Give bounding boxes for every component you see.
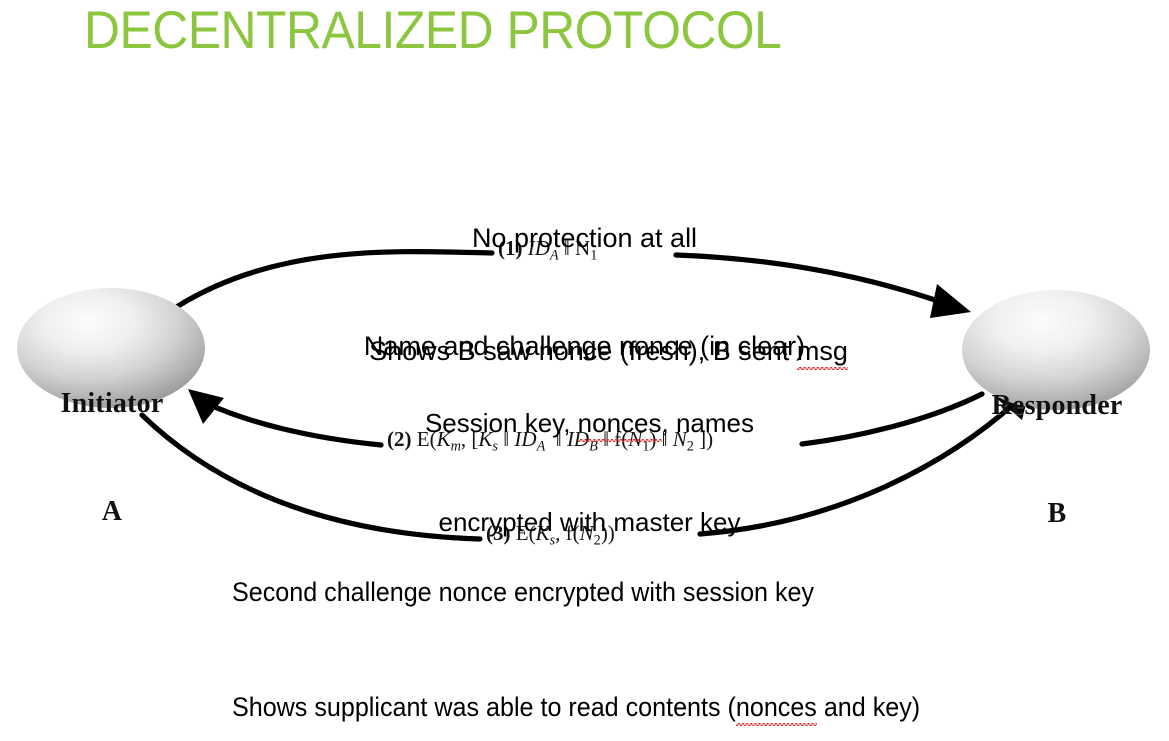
node-responder-label: Responder B xyxy=(962,316,1152,604)
message-3-formula: E(Ks, f(N2)) xyxy=(515,521,615,549)
node-responder-line2: B xyxy=(1047,498,1067,529)
message-2-number: (2) xyxy=(387,427,412,451)
node-responder-line1: Responder xyxy=(991,390,1123,421)
note-top-line1: No protection at all xyxy=(471,223,698,253)
note-middle-sessionkey-before: Session key, xyxy=(424,408,578,438)
note-bottom-supplicant-after: and key) xyxy=(816,692,921,722)
note-middle-freshness-misspelling: msg xyxy=(796,336,848,370)
note-middle-sessionkey-misspelling: nonces xyxy=(577,408,662,442)
note-middle-sessionkey: Session key, nonces, names encrypted wit… xyxy=(0,341,1169,605)
note-bottom-supplicant: Shows supplicant was able to read conten… xyxy=(232,625,920,741)
message-3-label: (3) E(Ks, f(N2)) xyxy=(486,521,615,553)
arrow-message-1 xyxy=(175,248,971,318)
note-bottom-supplicant-line1: Shows supplicant was able to read conten… xyxy=(232,691,921,726)
message-2-formula: E(Km, [Ks ‖ IDA ‖ IDB ‖ f(N1) ‖ N2 ]) xyxy=(416,427,714,455)
note-middle-sessionkey-line1: Session key, nonces, names xyxy=(10,407,1169,442)
note-bottom-supplicant-before: Shows supplicant was able to read conten… xyxy=(232,692,736,722)
note-bottom-supplicant-misspelling: nonces xyxy=(735,692,817,726)
note-middle-sessionkey-after: , names xyxy=(661,408,755,438)
node-initiator-line2: A xyxy=(101,496,123,527)
node-initiator-label: Initiator A xyxy=(18,314,206,602)
node-initiator xyxy=(17,288,205,408)
message-3-number: (3) xyxy=(486,521,511,545)
message-2-label: (2) E(Km, [Ks ‖ IDA ‖ IDB ‖ f(N1) ‖ N2 ]… xyxy=(387,427,713,459)
message-1-label: (1) IDA ‖ N1 xyxy=(498,236,597,268)
arrow-message-2 xyxy=(188,389,985,448)
message-1-number: (1) xyxy=(498,236,523,260)
note-middle-freshness-text: Shows B saw nonce (fresh), B sent xyxy=(369,336,797,366)
message-1-formula: IDA ‖ N1 xyxy=(527,236,598,264)
node-initiator-line1: Initiator xyxy=(60,388,164,419)
page-title: DECENTRALIZED PROTOCOL xyxy=(84,1,782,60)
note-top-line2: Name and challenge nonce (in clear) xyxy=(363,331,806,361)
node-responder xyxy=(962,290,1150,410)
note-bottom-second-challenge: Second challenge nonce encrypted with se… xyxy=(232,577,815,607)
note-top-protection: No protection at all Name and challenge … xyxy=(0,148,1169,436)
note-middle-sessionkey-line2: encrypted with master key xyxy=(438,507,741,537)
note-middle-freshness: Shows B saw nonce (fresh), B sent msg xyxy=(0,300,1169,402)
